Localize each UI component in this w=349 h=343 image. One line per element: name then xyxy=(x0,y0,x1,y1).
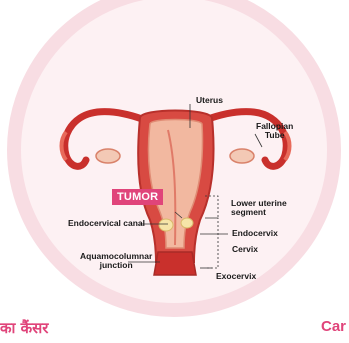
right-ovary xyxy=(230,149,254,163)
footer-hindi-text: का कैंसर xyxy=(0,318,48,338)
tumor-mass-left xyxy=(159,219,173,231)
uterus-label: Uterus xyxy=(196,96,223,105)
tumor-mass-right xyxy=(181,218,193,228)
lower-uterine-segment-label: Lower uterine segment xyxy=(231,199,287,217)
aquamocolumnar-junction-label: Aquamocolumnar junction xyxy=(80,252,152,270)
fallopian-tube-label: Fallopian Tube xyxy=(256,122,293,140)
left-ovary xyxy=(96,149,120,163)
endocervical-canal-label: Endocervical canal xyxy=(68,219,145,228)
exocervix-region xyxy=(154,252,196,275)
tumor-badge: TUMOR xyxy=(112,189,163,205)
cervix-label: Cervix xyxy=(232,245,258,254)
footer-english-text: Car xyxy=(321,318,346,335)
endocervix-label: Endocervix xyxy=(232,229,278,238)
exocervix-label: Exocervix xyxy=(216,272,256,281)
